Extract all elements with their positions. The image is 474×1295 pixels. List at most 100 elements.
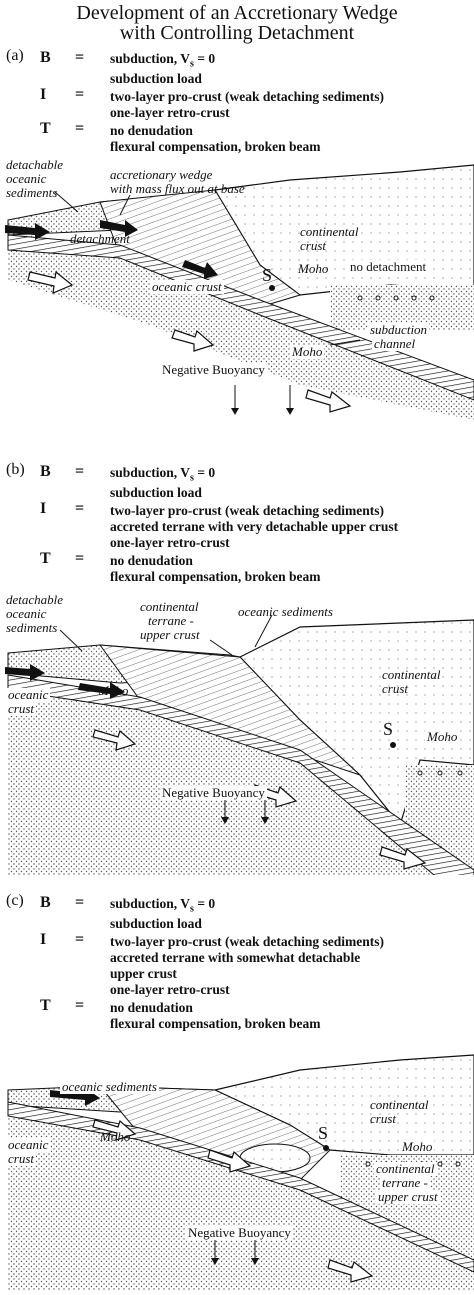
label-oceanic-sediments: oceanic sediments xyxy=(238,604,333,619)
moho-marker xyxy=(411,295,417,301)
wedge-flow-arrow xyxy=(78,682,125,699)
label-negative-buoyancy: Negative Buoyancy xyxy=(160,785,267,800)
panel-c-I-line2: accreted terrane with somewhat detachabl… xyxy=(110,950,361,965)
detachment-arrow xyxy=(5,223,50,240)
panel-c-I-eq: = xyxy=(75,931,85,948)
label-subduction: subduction xyxy=(368,322,430,337)
panel-a-T-key: T xyxy=(40,120,51,137)
label-oceanic-crust-2: crust xyxy=(6,701,36,716)
mantle-flow-arrow xyxy=(92,1119,137,1141)
panel-b-T-eq: = xyxy=(75,550,85,567)
label-terrane: terrane - xyxy=(380,1175,430,1190)
panel-a-T-line1: no denudation xyxy=(110,123,193,138)
label-sediments: sediments xyxy=(6,185,58,200)
label-oceanic: oceanic xyxy=(6,171,47,186)
panel-b-T-line1: no denudation xyxy=(110,553,193,568)
label-detachment: detachment xyxy=(70,231,130,246)
panel-c-T-eq: = xyxy=(75,997,85,1014)
mantle-flow-arrow xyxy=(27,270,74,294)
mantle-area xyxy=(8,230,474,420)
moho-marker xyxy=(393,295,399,301)
label-continental: continental xyxy=(382,667,441,682)
panel-c-diagram xyxy=(7,1054,474,1290)
moho-marker xyxy=(455,1161,461,1167)
moho-marker xyxy=(357,295,363,301)
panel-b-B-key: B xyxy=(40,463,51,480)
oceanic-crust xyxy=(7,234,474,401)
panel-a-I-eq: = xyxy=(75,86,85,103)
retro-mantle xyxy=(330,285,474,330)
detachment-arrow xyxy=(5,664,45,681)
mantle-flow-arrow xyxy=(305,389,352,413)
label-oceanic: oceanic xyxy=(6,606,47,621)
label-moho-retro: Moho xyxy=(425,729,460,744)
label-mass-flux: with mass flux out at base xyxy=(110,181,245,196)
label-sediments: sediments xyxy=(6,620,58,635)
panel-a-I-key: I xyxy=(40,86,47,103)
panel-b-I-line2: accreted terrane with very detachable up… xyxy=(110,519,399,534)
panel-c-B-key: B xyxy=(40,894,51,911)
mantle-flow-arrow xyxy=(92,729,137,751)
label-s: S xyxy=(262,265,273,285)
label-upper-crust: upper crust xyxy=(376,1189,440,1204)
moho-marker xyxy=(457,770,463,776)
panel-c-B-eq: = xyxy=(75,894,85,911)
panel-a-B-line2: subduction load xyxy=(110,71,202,86)
figure-title-line2: with Controlling Detachment xyxy=(119,22,355,44)
label-detachable: detachable xyxy=(6,157,64,172)
label-moho-retro: Moho xyxy=(400,1139,435,1154)
label-oceanic-crust: oceanic crust xyxy=(150,279,224,294)
mantle-flow-arrow xyxy=(171,329,215,352)
label-moho-slab: Moho xyxy=(98,683,129,698)
panel-a-I-line1: two-layer pro-crust (weak detaching sedi… xyxy=(110,89,384,104)
label-oceanic-crust-2: crust xyxy=(6,1151,36,1166)
label-moho-slab: Moho xyxy=(100,1129,131,1144)
label-s: S xyxy=(318,1123,329,1143)
label-negative-buoyancy: Negative Buoyancy xyxy=(186,1225,293,1240)
moho-marker xyxy=(437,1161,443,1167)
panel-b-I-key: I xyxy=(40,500,47,517)
panel-b-I-line3: one-layer retro-crust xyxy=(110,535,230,550)
panel-a-B-line1: subduction, Vs = 0 xyxy=(110,51,216,70)
panel-c-B-line2: subduction load xyxy=(110,916,202,931)
label-accretionary-wedge: accretionary wedge xyxy=(110,167,213,182)
label-continental: continental xyxy=(370,1097,429,1112)
wedge-flow-arrow xyxy=(182,260,218,279)
moho-marker xyxy=(417,770,423,776)
panel-b-B-line2: subduction load xyxy=(110,485,202,500)
panel-c-T-key: T xyxy=(40,997,51,1014)
moho-marker xyxy=(375,295,381,301)
label-negative-buoyancy: Negative Buoyancy xyxy=(160,362,267,377)
panel-b-diagram xyxy=(5,614,474,875)
label-no-detachment: no detachment xyxy=(348,259,429,274)
label-oceanic-sediments: oceanic sediments xyxy=(60,1079,159,1094)
panel-b-label: (b) xyxy=(6,461,25,478)
moho-marker xyxy=(429,295,435,301)
label-upper-crust: upper crust xyxy=(140,627,200,642)
panel-a-B-key: B xyxy=(40,49,51,66)
label-terrane: terrane - xyxy=(148,613,194,628)
figure-title-line1: Development of an Accretionary Wedge xyxy=(76,2,398,24)
mantle-area xyxy=(8,680,474,875)
mantle-flow-arrow xyxy=(207,1149,252,1173)
panel-a-T-line2: flexural compensation, broken beam xyxy=(110,139,321,154)
panel-b-B-eq: = xyxy=(75,463,85,480)
label-channel: channel xyxy=(372,336,418,351)
label-moho-slab: Moho xyxy=(290,344,325,359)
label-moho-retro: Moho xyxy=(298,261,329,276)
wedge-flow-arrow xyxy=(100,220,138,237)
s-point xyxy=(323,1145,329,1151)
moho-marker xyxy=(437,770,443,776)
s-point xyxy=(390,742,396,748)
panel-b-I-eq: = xyxy=(75,500,85,517)
panel-b-I-line1: two-layer pro-crust (weak detaching sedi… xyxy=(110,503,384,518)
oceanic-crust xyxy=(7,1101,474,1273)
panel-c-label: (c) xyxy=(6,892,24,909)
panel-c-I-key: I xyxy=(40,931,47,948)
label-s: S xyxy=(383,719,394,739)
panel-a-T-eq: = xyxy=(75,120,85,137)
label-continental: continental xyxy=(300,224,359,239)
panel-b-B-line1: subduction, Vs = 0 xyxy=(110,465,216,484)
oceanic-crust xyxy=(7,674,474,875)
panel-b-T-line2: flexural compensation, broken beam xyxy=(110,569,321,584)
